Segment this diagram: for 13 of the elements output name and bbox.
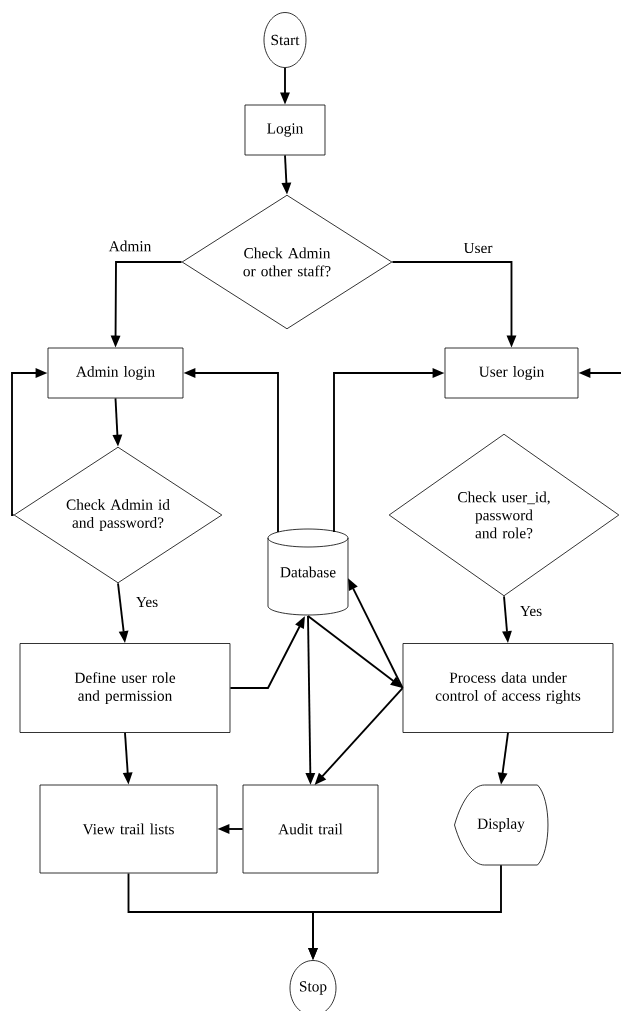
- process-box: View trail lists: [39, 784, 218, 874]
- process-box: Login: [244, 104, 326, 156]
- edge-label: Yes: [518, 604, 544, 618]
- process-box: Define user role and permission: [19, 643, 231, 733]
- edge-label: Admin: [107, 239, 153, 253]
- terminal-oval: Start: [263, 12, 307, 68]
- process-box: Audit trail: [242, 784, 379, 874]
- process-box: Process data under control of access rights: [402, 643, 614, 733]
- edge-label: Yes: [134, 595, 160, 609]
- process-box: User login: [444, 347, 579, 399]
- database-cylinder: Database: [267, 528, 349, 616]
- edge-label: User: [462, 241, 494, 255]
- process-box: Admin login: [47, 347, 184, 399]
